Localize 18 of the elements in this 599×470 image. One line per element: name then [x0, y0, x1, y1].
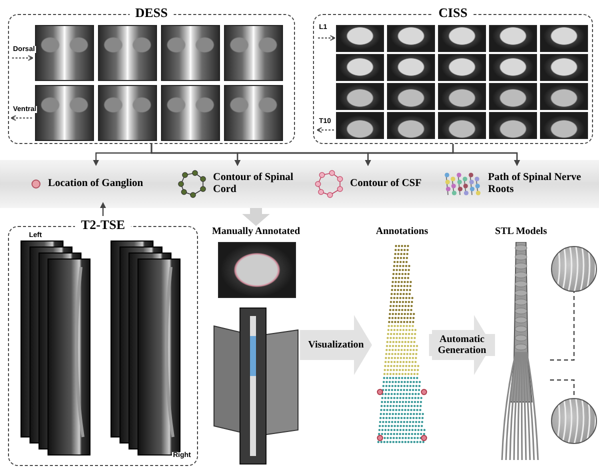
legend-text: Location of Ganglion [48, 178, 144, 190]
legend-text: Contour of CSF [350, 178, 422, 190]
leader-line [550, 379, 575, 398]
arrow [452, 144, 520, 166]
column-heading: Manually Annotated [210, 226, 302, 237]
leader-line [550, 292, 575, 361]
legend-text: Contour of Spinal Cord [213, 172, 294, 196]
magnified-view-circle [551, 246, 597, 292]
edge-label: Automatic Generation [429, 334, 495, 356]
band-background [0, 160, 599, 208]
arrow [100, 202, 106, 216]
magnified-view-circle [551, 398, 597, 444]
column-heading: Annotations [374, 226, 430, 237]
block-arrow [300, 315, 372, 375]
column-heading: STL Models [494, 226, 548, 237]
edge-label: Visualization [307, 340, 365, 350]
block-arrow [242, 208, 270, 226]
legend-text: Path of Spinal Nerve Roots [488, 172, 582, 196]
